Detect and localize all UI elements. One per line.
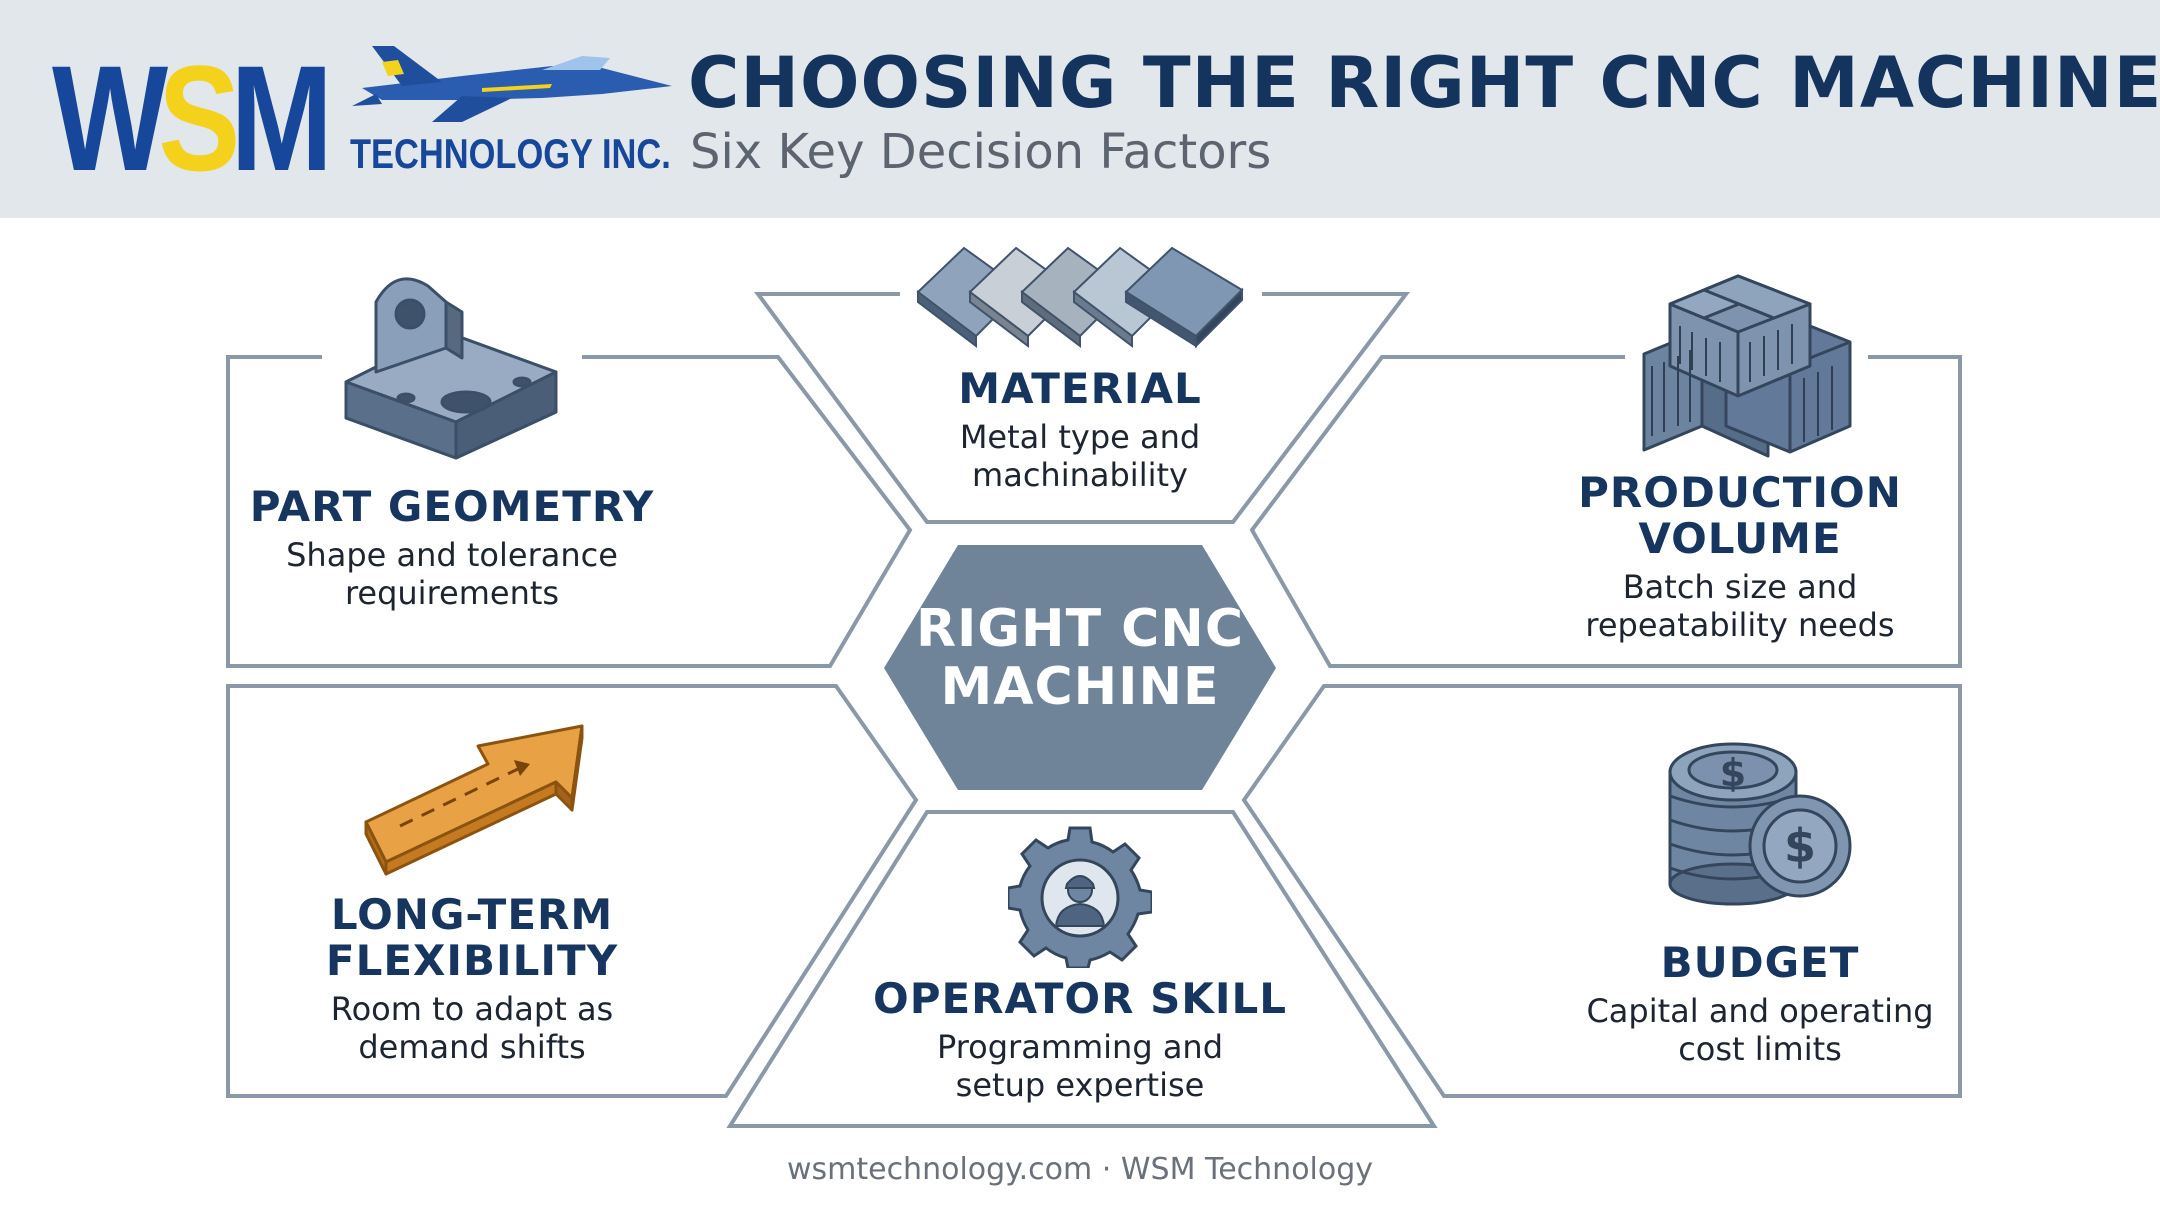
logo-subtitle: TECHNOLOGY INC. <box>350 130 671 177</box>
budget-desc: Capital and operating cost limits <box>1540 992 1980 1068</box>
flexibility-desc-line2: demand shifts <box>358 1028 586 1066</box>
logo-letter-w: W <box>52 34 168 202</box>
operator-skill-desc-line1: Programming and <box>936 1028 1224 1066</box>
material-title: MATERIAL <box>958 364 1202 413</box>
flexibility-title: LONG-TERM FLEXIBILITY <box>252 892 692 984</box>
machined-part-icon <box>344 277 558 460</box>
material-desc-line1: Metal type and <box>959 418 1201 456</box>
part-geometry-border <box>226 355 913 668</box>
jet-icon <box>352 46 672 122</box>
production-volume-title-line1: PRODUCTION <box>1578 468 1902 517</box>
budget-desc-line1: Capital and operating <box>1586 992 1934 1030</box>
flexibility-desc: Room to adapt as demand shifts <box>252 990 692 1066</box>
production-volume-desc-line2: repeatability needs <box>1585 606 1895 644</box>
arrow-up-right-icon <box>364 724 584 876</box>
operator-skill-title: OPERATOR SKILL <box>872 974 1288 1023</box>
operator-skill-border <box>726 810 1438 1128</box>
production-volume-desc-line1: Batch size and <box>1622 568 1858 606</box>
wsm-logo: WSM TECHNOLOGY INC. <box>52 36 672 196</box>
logo-letter-m: M <box>230 34 332 202</box>
header-banner: WSM TECHNOLOGY INC. CHOOSING THE RIGHT C… <box>0 0 2160 218</box>
page-title: CHOOSING THE RIGHT CNC MACHINE <box>688 42 2160 124</box>
production-volume-title-line2: VOLUME <box>1638 514 1842 563</box>
part-geometry-desc-line1: Shape and tolerance <box>286 536 618 574</box>
center-hexagon <box>884 545 1276 790</box>
part-geometry-text: PART GEOMETRY Shape and tolerance requir… <box>232 482 672 613</box>
part-geometry-title: PART GEOMETRY <box>249 482 655 531</box>
footer-credit: wsmtechnology.com · WSM Technology <box>786 1152 1374 1187</box>
material-text: MATERIAL Metal type and machinability <box>880 364 1280 495</box>
production-volume-desc: Batch size and repeatability needs <box>1520 568 1960 644</box>
budget-border <box>1241 684 1962 1098</box>
flexibility-desc-line1: Room to adapt as <box>330 990 614 1028</box>
material-desc-line2: machinability <box>972 456 1188 494</box>
center-label-line2: MACHINE <box>940 657 1220 717</box>
material-desc: Metal type and machinability <box>880 418 1280 494</box>
stacked-crates-icon <box>1642 274 1852 458</box>
operator-skill-desc: Programming and setup expertise <box>860 1028 1300 1104</box>
center-label-line1: RIGHT CNC <box>915 599 1244 659</box>
material-border <box>754 292 1411 524</box>
logo-letter-s: S <box>158 34 240 202</box>
operator-skill-text: OPERATOR SKILL Programming and setup exp… <box>860 974 1300 1105</box>
flexibility-title-line2: FLEXIBILITY <box>325 936 619 985</box>
production-volume-title: PRODUCTION VOLUME <box>1520 470 1960 562</box>
center-label: RIGHT CNC MACHINE <box>880 600 1280 716</box>
budget-text: BUDGET Capital and operating cost limits <box>1540 938 1980 1069</box>
part-geometry-desc-line2: requirements <box>344 574 560 612</box>
flexibility-border <box>226 684 919 1098</box>
flexibility-title-line1: LONG-TERM <box>330 890 614 939</box>
logo-wordmark: WSM <box>52 43 333 193</box>
budget-title: BUDGET <box>1660 938 1860 987</box>
metal-plates-icon <box>916 246 1244 349</box>
flexibility-text: LONG-TERM FLEXIBILITY Room to adapt as d… <box>252 892 692 1067</box>
gear-operator-icon <box>1008 826 1152 968</box>
page-subtitle: Six Key Decision Factors <box>690 124 1272 180</box>
operator-skill-desc-line2: setup expertise <box>955 1066 1205 1104</box>
production-volume-text: PRODUCTION VOLUME Batch size and repeata… <box>1520 470 1960 645</box>
svg-text:$: $ <box>1720 751 1746 795</box>
svg-text:$: $ <box>1784 819 1816 873</box>
budget-desc-line2: cost limits <box>1678 1030 1842 1068</box>
production-volume-border <box>1249 355 1962 668</box>
coin-stack-icon: $ $ <box>1668 742 1852 906</box>
part-geometry-desc: Shape and tolerance requirements <box>232 536 672 612</box>
